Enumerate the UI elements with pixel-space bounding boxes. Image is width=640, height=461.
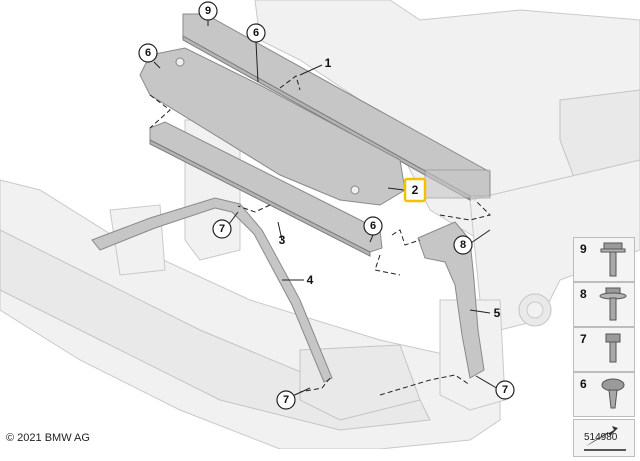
svg-text:2: 2 — [412, 183, 419, 197]
hex-bolt-icon — [605, 333, 621, 363]
callout-8: 8 — [453, 235, 473, 255]
fastener-legend: 9 8 7 6 — [573, 237, 635, 457]
svg-text:6: 6 — [370, 220, 376, 232]
callout-4: 4 — [307, 273, 314, 287]
callout-6-mid: 6 — [246, 23, 266, 43]
svg-text:8: 8 — [460, 239, 466, 251]
svg-text:7: 7 — [219, 223, 225, 235]
legend-number: 9 — [580, 242, 587, 256]
round-head-screw-icon — [601, 378, 625, 409]
svg-text:1: 1 — [325, 56, 332, 70]
leader-lines — [153, 20, 501, 399]
svg-text:4: 4 — [307, 273, 314, 287]
part-2-holder-plate — [139, 47, 406, 206]
legend-item-6: 6 — [573, 372, 635, 417]
assembly-lines — [149, 75, 491, 396]
callout-5: 5 — [494, 306, 501, 320]
part-3-lower-bracket — [149, 121, 383, 257]
callout-6-right: 6 — [363, 216, 383, 236]
hex-flange-bolt-icon — [600, 242, 626, 277]
part-4-strut — [91, 197, 333, 383]
svg-text:3: 3 — [279, 233, 286, 247]
svg-text:7: 7 — [283, 394, 289, 406]
callout-7-left: 7 — [212, 219, 232, 239]
callout-7-right: 7 — [495, 380, 515, 400]
parts-diagram: 9 6 6 1 2 6 8 3 7 4 5 7 7 — [0, 0, 640, 449]
svg-text:6: 6 — [145, 47, 151, 59]
callout-6-left: 6 — [138, 43, 158, 63]
copyright-text: © 2021 BMW AG — [6, 432, 90, 444]
collar-bolt-icon — [599, 287, 627, 321]
legend-item-8: 8 — [573, 282, 635, 327]
callout-7-bottom: 7 — [276, 390, 296, 410]
svg-text:9: 9 — [205, 5, 211, 17]
callout-3: 3 — [279, 233, 286, 247]
callout-2-highlighted: 2 — [403, 177, 427, 203]
svg-text:5: 5 — [494, 306, 501, 320]
svg-text:7: 7 — [502, 384, 508, 396]
callout-9-top: 9 — [198, 1, 218, 21]
legend-item-9: 9 — [573, 237, 635, 282]
legend-number: 6 — [580, 377, 587, 391]
legend-number: 8 — [580, 287, 587, 301]
callout-1: 1 — [325, 56, 332, 70]
svg-text:6: 6 — [253, 27, 259, 39]
legend-item-7: 7 — [573, 327, 635, 372]
document-number: 514980 — [584, 432, 618, 443]
legend-number: 7 — [580, 332, 587, 346]
